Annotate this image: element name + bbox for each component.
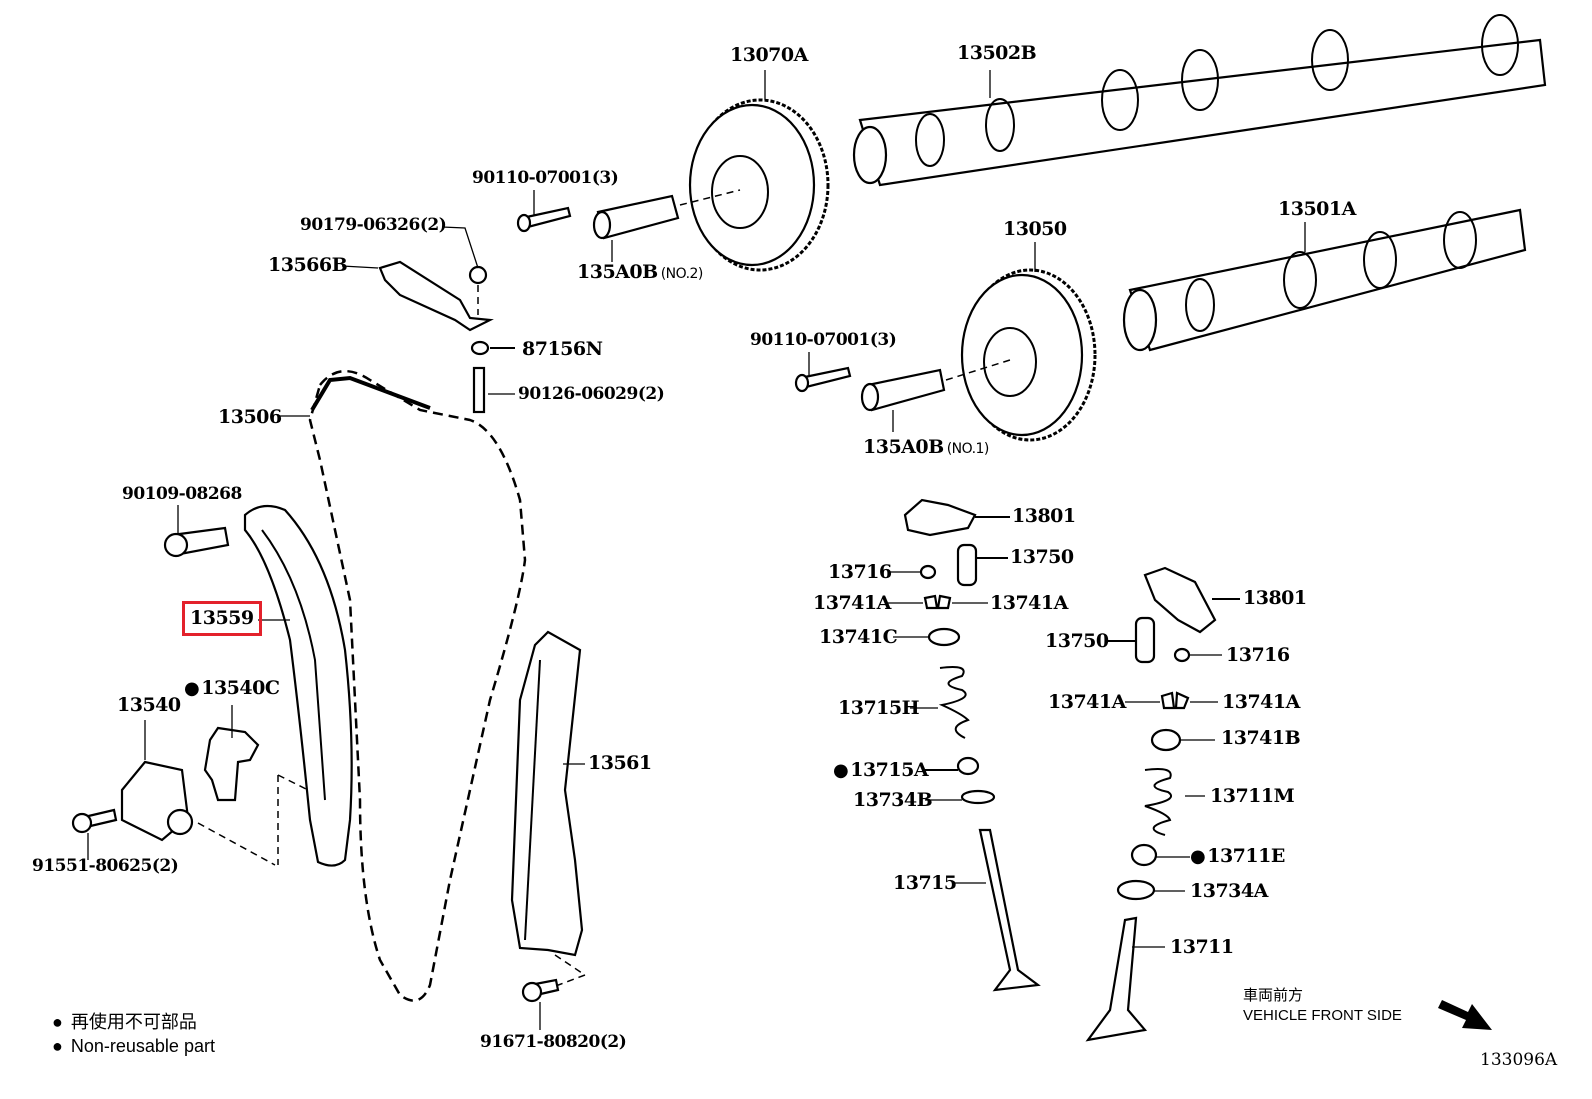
- part-13506-chain[interactable]: [308, 370, 527, 1002]
- label-13540C[interactable]: 13540C: [184, 679, 280, 698]
- part-13502B-camshaft[interactable]: [852, 14, 1547, 187]
- part-91671-80820-bolt[interactable]: [521, 978, 560, 1003]
- label-13716-a[interactable]: 13716: [828, 561, 892, 583]
- label-135A0B-no1-note: (NO.1): [946, 441, 990, 457]
- part-90126-stud[interactable]: [472, 366, 486, 414]
- label-13559-highlighted[interactable]: 13559: [182, 601, 262, 636]
- label-13750-a[interactable]: 13750: [1010, 546, 1074, 568]
- label-13741B[interactable]: 13741B: [1221, 727, 1301, 749]
- label-13506[interactable]: 13506: [218, 406, 282, 428]
- label-135A0B-no1-text: 135A0B: [863, 436, 944, 458]
- label-13741C[interactable]: 13741C: [819, 626, 898, 648]
- label-13801-b[interactable]: 13801: [1243, 587, 1307, 609]
- part-13750-lash-adjuster-b[interactable]: [1134, 616, 1156, 664]
- label-13716-b[interactable]: 13716: [1226, 644, 1290, 666]
- label-90126-06029[interactable]: 90126-06029(2): [518, 384, 665, 404]
- label-13734A[interactable]: 13734A: [1190, 880, 1268, 902]
- part-90110-bolt-top[interactable]: [516, 206, 572, 233]
- part-13715-valve[interactable]: [978, 828, 1041, 992]
- part-13501A-camshaft[interactable]: [1122, 208, 1527, 352]
- part-87156N-washer[interactable]: [470, 340, 490, 356]
- legend-en: Non-reusable part: [52, 1034, 215, 1058]
- vehicle-front-en: VEHICLE FRONT SIDE: [1243, 1007, 1402, 1024]
- part-135A0B-no2[interactable]: [592, 194, 680, 240]
- illustration-number: 133096A: [1480, 1050, 1558, 1070]
- part-13566B-bracket[interactable]: [378, 260, 494, 332]
- label-135A0B-no2[interactable]: 135A0B(NO.2): [577, 263, 703, 282]
- part-13540-tensioner[interactable]: [120, 760, 194, 842]
- label-13741A-b1[interactable]: 13741A: [1048, 691, 1126, 713]
- label-13502B[interactable]: 13502B: [957, 42, 1037, 64]
- label-13540[interactable]: 13540: [117, 694, 181, 716]
- label-90109-08268[interactable]: 90109-08268: [122, 484, 242, 504]
- part-91551-80625-bolt[interactable]: [71, 808, 118, 834]
- part-13801-rocker-arm-a[interactable]: [903, 498, 977, 537]
- part-13711-valve[interactable]: [1085, 916, 1148, 1042]
- label-13050[interactable]: 13050: [1003, 218, 1067, 240]
- part-90179-nut[interactable]: [468, 265, 488, 285]
- part-13716-pad-b[interactable]: [1173, 647, 1191, 663]
- label-13734B[interactable]: 13734B: [853, 789, 933, 811]
- vehicle-front-jp: 車両前方: [1243, 987, 1304, 1004]
- part-13561-chain-guide[interactable]: [510, 630, 584, 957]
- part-13559-chain-guide[interactable]: [243, 504, 353, 867]
- legend-jp: 再使用不可部品: [52, 1010, 215, 1034]
- label-13715H[interactable]: 13715H: [838, 697, 920, 719]
- label-135A0B-no2-text: 135A0B: [577, 261, 658, 283]
- label-13741A-a1[interactable]: 13741A: [813, 592, 891, 614]
- label-91551-80625[interactable]: 91551-80625(2): [32, 856, 179, 876]
- part-13750-lash-adjuster-a[interactable]: [956, 543, 978, 587]
- vehicle-front-note: 車両前方 VEHICLE FRONT SIDE: [1243, 986, 1402, 1026]
- part-90110-bolt-mid[interactable]: [794, 366, 852, 393]
- part-13741B-retainer[interactable]: [1150, 728, 1182, 752]
- label-90110-07001-top[interactable]: 90110-07001(3): [472, 168, 619, 188]
- label-13070A[interactable]: 13070A: [730, 44, 808, 66]
- label-13715A[interactable]: 13715A: [833, 761, 928, 780]
- part-13715H-spring[interactable]: [938, 666, 970, 739]
- label-13711[interactable]: 13711: [1170, 936, 1234, 958]
- part-13716-pad-a[interactable]: [919, 564, 937, 580]
- legend: 再使用不可部品 Non-reusable part: [52, 1010, 215, 1058]
- part-13070A-gear[interactable]: [688, 98, 830, 272]
- label-13741A-b2[interactable]: 13741A: [1222, 691, 1300, 713]
- label-135A0B-no1[interactable]: 135A0B(NO.1): [863, 438, 989, 457]
- part-90109-08268-bolt[interactable]: [163, 526, 230, 558]
- part-13741C-retainer[interactable]: [927, 627, 961, 647]
- part-13711E-seal[interactable]: [1130, 843, 1158, 867]
- part-13734A-washer[interactable]: [1116, 879, 1156, 901]
- label-13750-b[interactable]: 13750: [1045, 630, 1109, 652]
- label-90179-06326[interactable]: 90179-06326(2): [300, 215, 447, 235]
- label-13741A-a2[interactable]: 13741A: [990, 592, 1068, 614]
- label-13711E[interactable]: 13711E: [1190, 847, 1285, 866]
- part-13050-gear[interactable]: [960, 268, 1097, 442]
- label-13566B[interactable]: 13566B: [268, 254, 348, 276]
- part-13540C-gasket[interactable]: [203, 726, 260, 802]
- label-13801-a[interactable]: 13801: [1012, 505, 1076, 527]
- label-13711M[interactable]: 13711M: [1210, 785, 1295, 807]
- part-13715A-seal[interactable]: [956, 756, 980, 776]
- part-13711M-spring[interactable]: [1144, 768, 1173, 836]
- part-135A0B-no1[interactable]: [860, 368, 946, 412]
- label-135A0B-no2-note: (NO.2): [660, 266, 704, 282]
- arrow-down-right-icon: [1438, 1000, 1492, 1030]
- label-13715[interactable]: 13715: [893, 872, 957, 894]
- label-13501A[interactable]: 13501A: [1278, 198, 1356, 220]
- part-13741A-keepers-a[interactable]: [923, 594, 952, 610]
- label-13561[interactable]: 13561: [588, 752, 652, 774]
- part-13741A-keepers-b[interactable]: [1160, 691, 1190, 710]
- label-90110-07001-mid[interactable]: 90110-07001(3): [750, 330, 897, 350]
- label-91671-80820[interactable]: 91671-80820(2): [480, 1032, 627, 1052]
- part-13801-rocker-arm-b[interactable]: [1143, 566, 1217, 634]
- label-87156N[interactable]: 87156N: [522, 338, 603, 360]
- part-13734B-washer[interactable]: [960, 789, 996, 805]
